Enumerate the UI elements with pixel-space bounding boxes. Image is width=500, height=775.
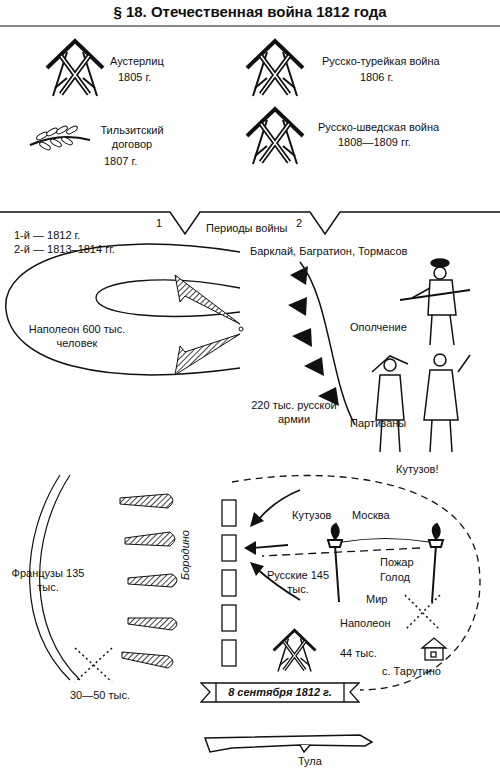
battlefield-label: Бородино (178, 520, 192, 590)
treaty-label: Тильзитский договор (92, 123, 172, 151)
event-label: Голод (380, 570, 410, 584)
period-number: 2 (296, 216, 302, 230)
city-label: Тула (298, 754, 322, 768)
year-label: 1806 г. (360, 70, 393, 84)
peace-label: Мир (366, 592, 387, 606)
ribbon-banner: 8 сентября 1812 г. (200, 680, 360, 704)
battle-label: Аустерлиц (110, 54, 164, 68)
army-label: 220 тыс. русской армии (244, 398, 344, 426)
event-label: Пожар (380, 555, 414, 569)
commander-label: Кутузов! (396, 462, 439, 476)
village-label: с. Тарутино (382, 664, 441, 678)
period-heading: Периоды войны (206, 221, 288, 235)
period-label: 1-й — 1812 г. (14, 228, 80, 242)
war-label: Русско-шведская война (318, 120, 439, 134)
city-label: Москва (352, 508, 390, 522)
army-label: Наполеон 600 тыс. человек (12, 322, 142, 350)
banner-text: 8 сентября 1812 г. (200, 685, 360, 699)
war-label: Русско-турейкая война (322, 54, 440, 68)
army-label: Французы 135 тыс. (8, 566, 88, 594)
army-label: 44 тыс. (340, 646, 377, 660)
militia-label: Ополчение (350, 320, 407, 334)
commander-label: Наполеон (340, 616, 391, 630)
page-title: § 18. Отечественная война 1812 года (0, 3, 500, 20)
period-number: 1 (156, 216, 162, 230)
year-label: 1805 г. (118, 70, 151, 84)
period-label: 2-й — 1813–1814 гг. (14, 242, 115, 256)
losses-label: 30—50 тыс. (70, 688, 130, 702)
commanders-label: Барклай, Багратион, Тормасов (250, 244, 407, 258)
commander-label: Кутузов (292, 508, 331, 522)
year-label: 1808—1809 гг. (338, 135, 411, 149)
army-label: Русские 145 тыс. (258, 568, 338, 596)
partisans-label: Партизаны (350, 416, 406, 430)
year-label: 1807 г. (104, 154, 137, 168)
